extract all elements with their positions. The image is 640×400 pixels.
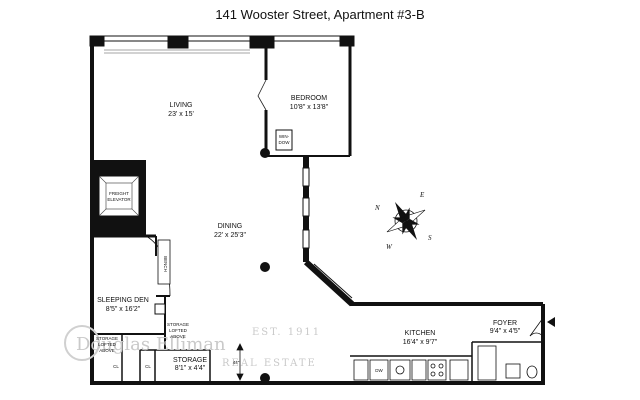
room-labels: LIVING 23' x 15' BEDROOM 10'8" x 13'8" D…	[97, 95, 521, 372]
foyer-name: FOYER	[493, 320, 517, 327]
dw-label: DW	[375, 368, 383, 373]
compass-s: S	[428, 234, 432, 242]
freight-label-2: ELEVATOR	[107, 197, 131, 202]
bench-label: BENCH	[163, 256, 168, 272]
bedroom-door	[257, 79, 267, 111]
den-walls	[92, 234, 171, 350]
kitchen-name: KITCHEN	[405, 330, 436, 337]
small-storage-2: LOFTED	[98, 342, 117, 347]
dim-arrow	[236, 343, 244, 381]
closet-label-2: CL	[145, 364, 151, 369]
compass-letters: N E S W	[374, 191, 432, 251]
entry-door	[529, 317, 544, 337]
freight-elevator	[92, 160, 146, 236]
closet-label-1: CL	[113, 364, 119, 369]
watermark-brand: Douglas Elliman	[76, 334, 226, 355]
window-label-2: DOW	[279, 140, 291, 145]
small-storage-3: ABOVE	[99, 348, 115, 353]
compass-e: E	[419, 191, 425, 199]
dim-44-label: 44"	[233, 360, 240, 365]
foyer-dims: 9'4" x 4'5"	[490, 328, 521, 335]
watermark-sub: REAL ESTATE	[222, 358, 317, 369]
lofted-label-1: STORAGE	[167, 322, 189, 327]
living-window	[104, 49, 250, 54]
watermark-est: EST. 1911	[252, 327, 321, 338]
dining-name: DINING	[218, 223, 243, 230]
kitchen-dims: 16'4" x 9'7"	[403, 339, 438, 346]
small-labels: WIN- DOW FREIGHT ELEVATOR BENCH CL CL DW…	[96, 134, 383, 373]
window-box	[275, 129, 293, 151]
compass-n: N	[374, 204, 380, 212]
living-dims: 23' x 15'	[168, 111, 194, 118]
storage-name: STORAGE	[173, 357, 207, 364]
bathroom	[471, 341, 543, 383]
kitchen-fixtures	[353, 359, 469, 381]
entry-arrow-icon	[547, 317, 555, 327]
lofted-label-2: LOFTED	[169, 328, 188, 333]
plan-title: 141 Wooster Street, Apartment #3-B	[215, 7, 425, 22]
compass-rose	[386, 201, 426, 241]
storage-walls	[165, 349, 211, 383]
bench	[157, 239, 171, 285]
bedroom-dims: 10'8" x 13'8"	[290, 104, 329, 111]
watermark: Douglas Elliman EST. 1911 REAL ESTATE	[64, 325, 321, 369]
den-dims: 8'5" x 16'2"	[106, 306, 141, 313]
compass-w: W	[386, 243, 393, 251]
storage-dims: 8'1" x 4'4"	[175, 365, 206, 372]
living-name: LIVING	[170, 102, 193, 109]
den-name: SLEEPING DEN	[97, 297, 149, 304]
dining-dims: 22' x 25'3"	[214, 232, 247, 239]
small-storage-1: STORAGE	[96, 336, 118, 341]
lofted-label-3: ABOVE	[170, 334, 186, 339]
window-label-1: WIN-	[279, 134, 290, 139]
columns	[260, 148, 270, 383]
bedroom-name: BEDROOM	[291, 95, 327, 102]
east-windows	[302, 167, 310, 249]
freight-label-1: FREIGHT	[109, 191, 129, 196]
closets	[121, 334, 165, 383]
